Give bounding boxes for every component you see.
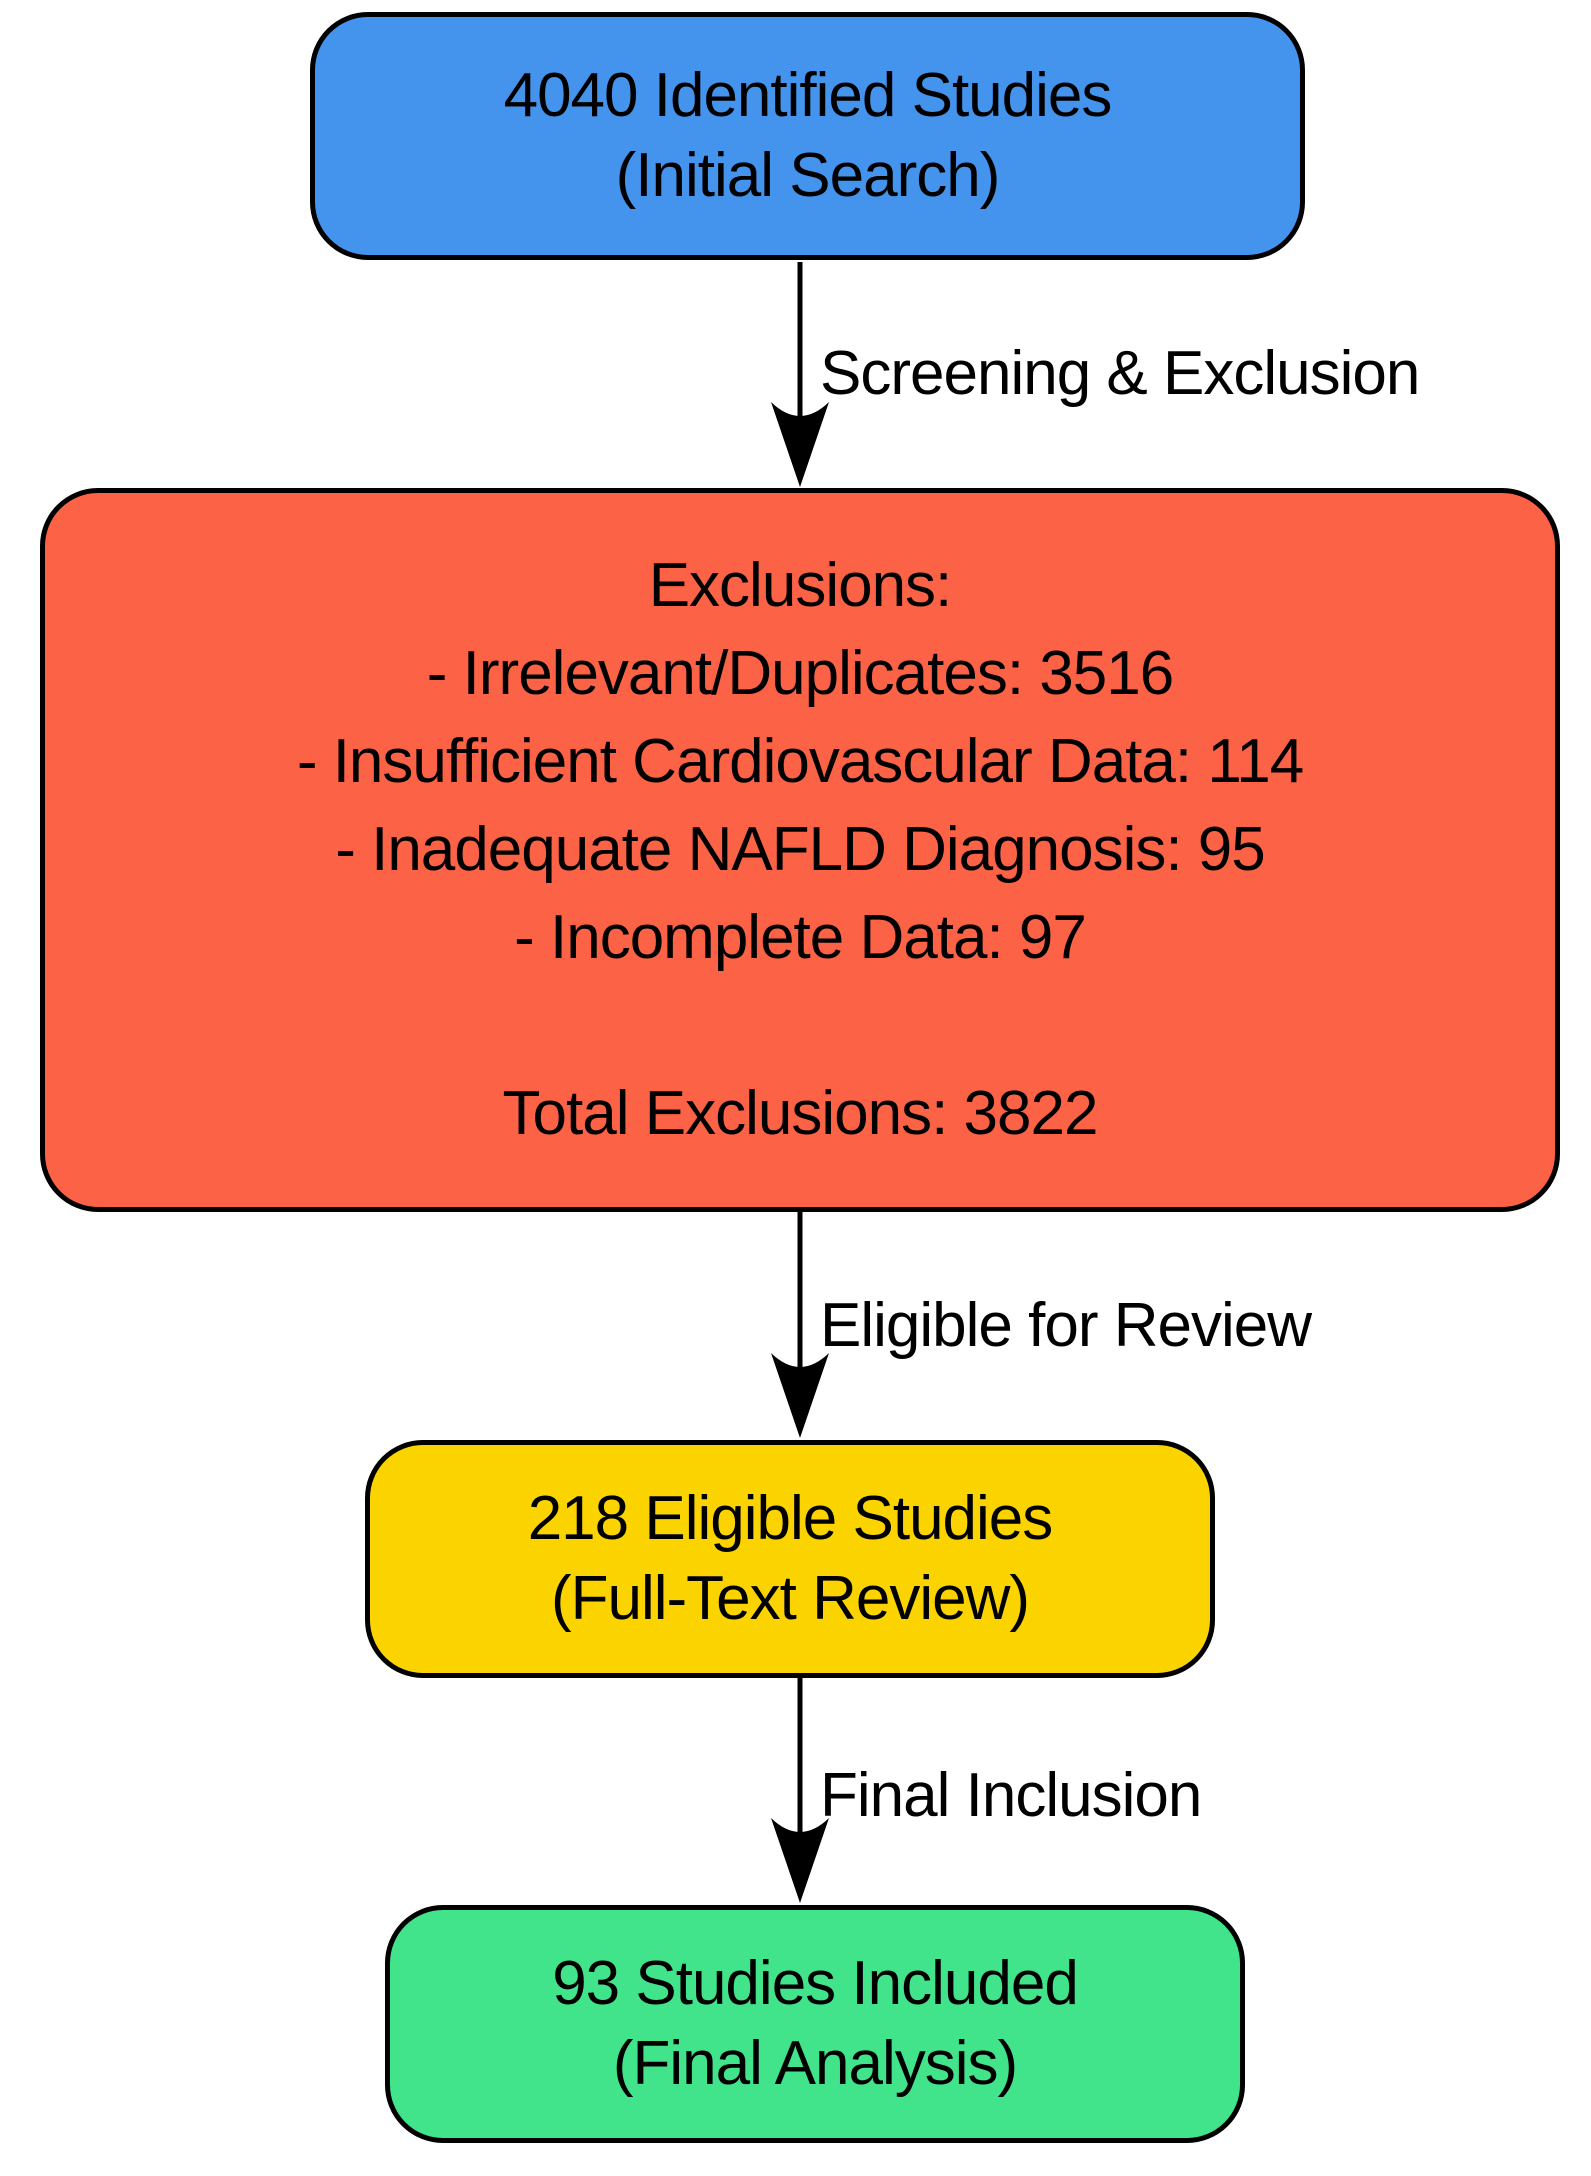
node-eligible-studies: 218 Eligible Studies (Full-Text Review) <box>365 1440 1215 1678</box>
node-text-line: 218 Eligible Studies <box>527 1484 1054 1553</box>
node-exclusions: Exclusions: - Irrelevant/Duplicates: 351… <box>40 488 1560 1212</box>
edge-label-eligible-for-review: Eligible for Review <box>820 1291 1312 1360</box>
node-identified-studies: 4040 Identified Studies (Initial Search) <box>310 12 1305 260</box>
node-studies-included: 93 Studies Included (Final Analysis) <box>385 1905 1245 2143</box>
node-text-line: (Final Analysis) <box>612 2029 1018 2098</box>
node-text-line: Exclusions: <box>648 551 953 620</box>
node-text-line: 93 Studies Included <box>552 1949 1079 2018</box>
node-text-line: 4040 Identified Studies <box>503 61 1113 130</box>
node-text-line: Total Exclusions: 3822 <box>502 1079 1099 1148</box>
node-text-line: (Full-Text Review) <box>550 1564 1030 1633</box>
node-text-line: (Initial Search) <box>615 141 1001 210</box>
node-text-line: - Incomplete Data: 97 <box>514 903 1087 972</box>
node-text-line: - Inadequate NAFLD Diagnosis: 95 <box>335 815 1266 884</box>
edge-label-final-inclusion: Final Inclusion <box>820 1761 1202 1830</box>
node-text-line: - Insufficient Cardiovascular Data: 114 <box>296 727 1304 796</box>
node-text-line: - Irrelevant/Duplicates: 3516 <box>426 639 1174 708</box>
edge-label-screening-exclusion: Screening & Exclusion <box>820 339 1420 408</box>
